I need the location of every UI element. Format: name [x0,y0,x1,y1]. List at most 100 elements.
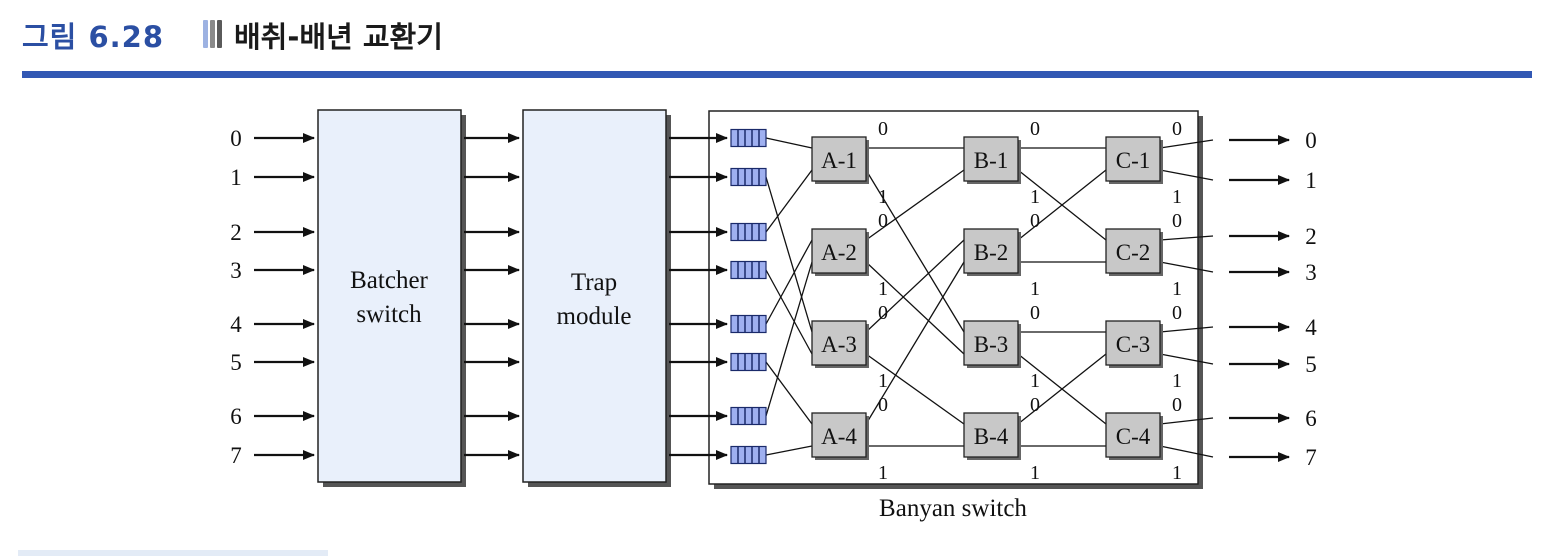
output-label-3: 3 [1305,260,1317,285]
wire-queue-6-to-a [765,261,813,417]
wire-c-to-output [1159,353,1214,365]
port-label-lower: 1 [878,370,888,392]
port-label-upper: 0 [1030,302,1040,324]
port-label-upper: 0 [1030,394,1040,416]
wire-b-to-c [1017,353,1107,425]
input-label-3: 3 [230,258,242,283]
queue-buffer-3 [730,260,767,280]
wire-a-to-b [865,261,965,425]
port-label-lower: 1 [878,186,888,208]
wire-queue-4-to-a [765,239,813,325]
switch-label-c-2: C-2 [1116,240,1151,265]
switch-a-3 [811,320,867,366]
wire-a-to-b [865,239,965,333]
batcher-label-line1: Batcher [350,267,428,294]
switch-layer: A-1A-2A-3A-4 B-1B-2B-3B-4 C-1C-2C-3C-4 [811,136,1163,460]
output-label-7: 7 [1305,445,1317,470]
input-label-2: 2 [230,220,242,245]
port-label-lower: 1 [1172,462,1182,484]
output-label-4: 4 [1305,315,1317,340]
wire-a-to-b [865,169,965,241]
port-label-lower: 1 [1030,370,1040,392]
wire-c-to-output [1159,261,1214,273]
input-label-5: 5 [230,350,242,375]
queue-body [730,222,767,242]
port-label-upper: 0 [1030,210,1040,232]
port-label-upper: 0 [1172,302,1182,324]
port-label-lower: 1 [878,278,888,300]
banyan-switch-label: Banyan switch [879,495,1027,522]
port-label-lower: 1 [1030,462,1040,484]
wire-c-to-output [1159,326,1214,333]
port-label-upper: 0 [1172,118,1182,140]
queue-buffer-5 [730,352,767,372]
switch-c-2 [1105,228,1161,274]
switch-label-b-2: B-2 [974,240,1009,265]
port-label-upper: 0 [1030,118,1040,140]
port-label-lower: 1 [878,462,888,484]
switch-label-c-1: C-1 [1116,148,1151,173]
switch-label-c-4: C-4 [1116,424,1151,449]
port-label-upper: 0 [878,394,888,416]
port-label-lower: 1 [1172,370,1182,392]
switch-label-c-3: C-3 [1116,332,1151,357]
queue-body [730,167,767,187]
port-label-upper: 0 [1172,394,1182,416]
switch-b-4 [963,412,1019,458]
port-label-upper: 0 [1172,210,1182,232]
switch-label-b-3: B-3 [974,332,1009,357]
switch-label-a-4: A-4 [821,424,857,449]
wire-queue-3-to-a [765,269,813,355]
figure-number: 그림 6.28 [22,20,165,54]
switch-c-3 [1105,320,1161,366]
switch-a-1 [811,136,867,182]
wire-queue-5-to-a [765,361,813,425]
queue-buffer-6 [730,406,767,426]
queue-buffer-2 [730,222,767,242]
switch-a-2 [811,228,867,274]
port-label-upper: 0 [878,118,888,140]
switch-b-3 [963,320,1019,366]
trap-module-box [522,109,667,483]
output-label-2: 2 [1305,224,1317,249]
figure-title: 배취-배년 교환기 [234,20,443,54]
output-label-6: 6 [1305,406,1317,431]
wire-queue-1-to-a [765,176,813,333]
bottom-decoration [18,550,328,556]
wire-a-to-b [865,261,965,355]
switch-b-1 [963,136,1019,182]
switch-label-a-1: A-1 [821,148,857,173]
switch-label-b-4: B-4 [974,424,1009,449]
input-label-7: 7 [230,443,242,468]
wire-a-to-b [865,169,965,333]
switch-label-b-1: B-1 [974,148,1009,173]
title-rule [22,71,1532,78]
figure-marker-icon [203,20,225,48]
switch-label-a-3: A-3 [821,332,857,357]
trap-label-line2: module [557,303,632,330]
port-label-lower: 1 [1172,278,1182,300]
wire-c-to-output [1159,445,1214,458]
wire-layer [765,137,1214,458]
switch-label-a-2: A-2 [821,240,857,265]
trap-label-line1: Trap [571,269,617,296]
queue-body [730,128,767,148]
queue-body [730,406,767,426]
input-label-4: 4 [230,312,242,337]
port-label-lower: 1 [1030,278,1040,300]
input-label-6: 6 [230,404,242,429]
queue-buffer-4 [730,314,767,334]
queue-body [730,260,767,280]
output-label-1: 1 [1305,168,1317,193]
port-label-upper: 0 [878,302,888,324]
queue-buffer-0 [730,128,767,148]
port-label-upper: 0 [878,210,888,232]
arrow-layer [254,133,1290,462]
input-label-0: 0 [230,126,242,151]
queue-buffer-7 [730,445,767,465]
input-label-1: 1 [230,165,242,190]
output-label-5: 5 [1305,352,1317,377]
queue-body [730,314,767,334]
queue-layer [730,128,767,465]
